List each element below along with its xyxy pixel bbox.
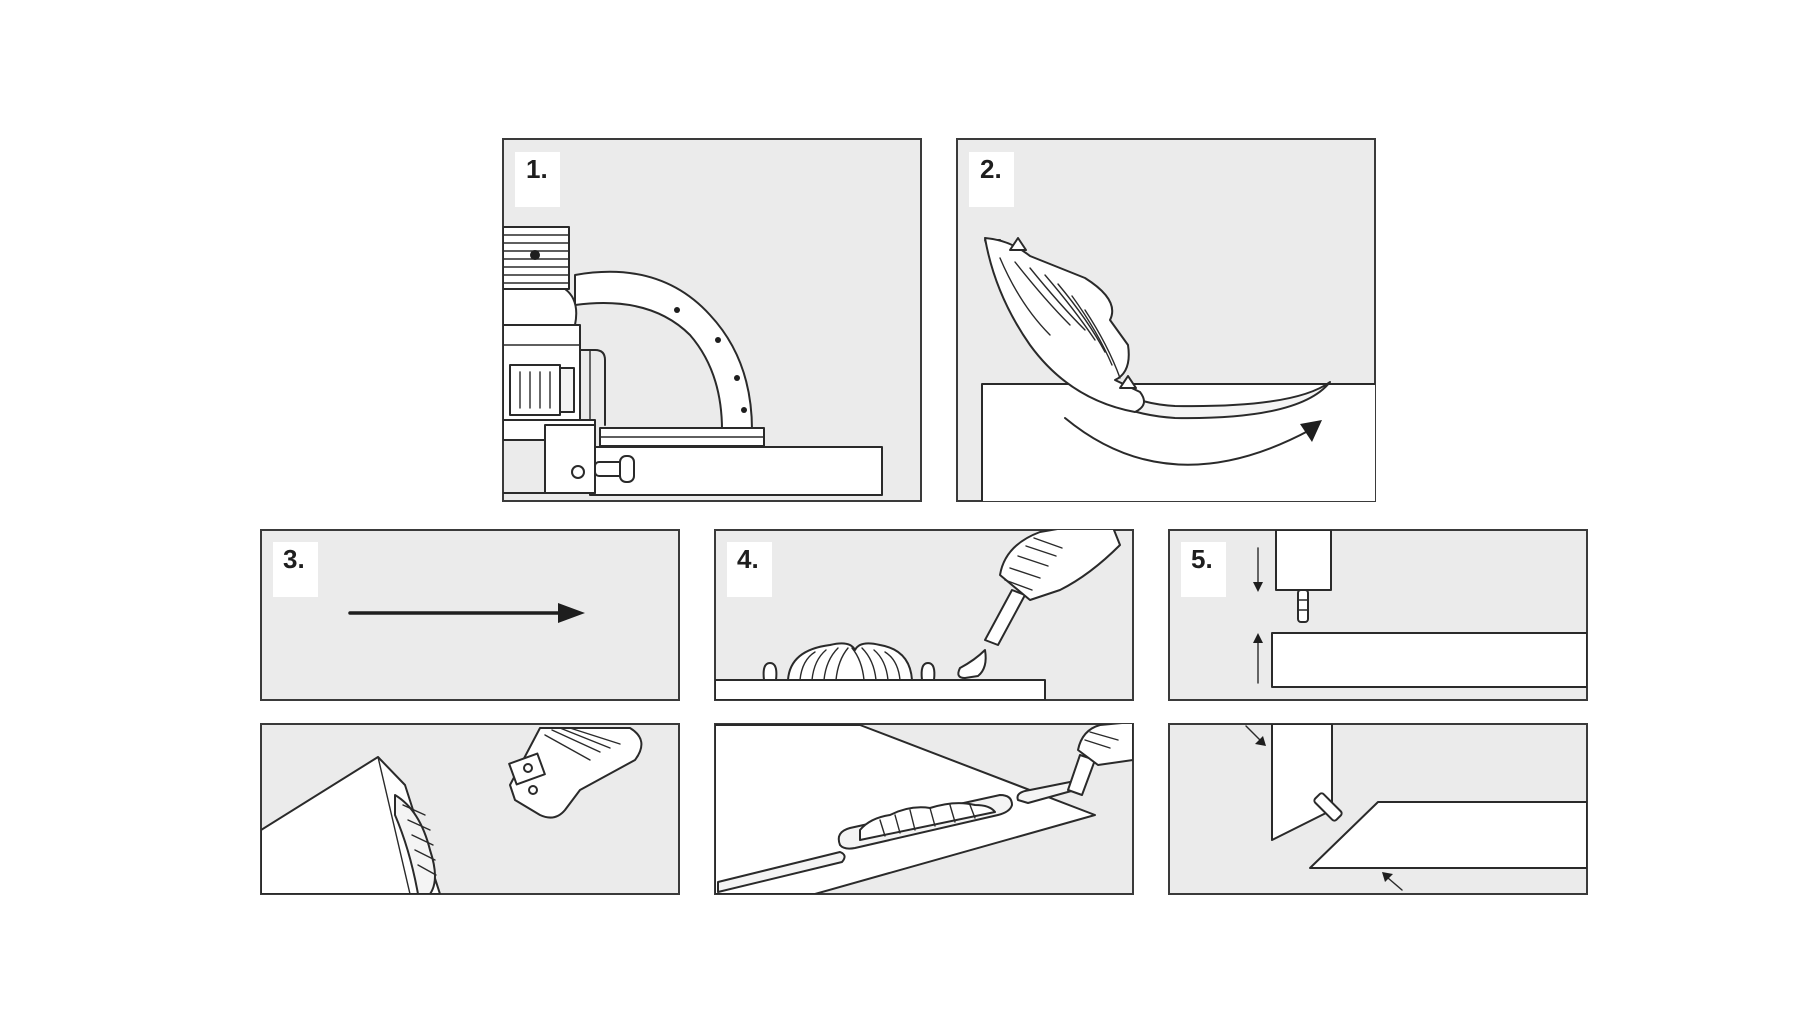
biscuit xyxy=(1313,792,1343,822)
panel-step-3-bottom xyxy=(260,723,680,895)
joiner-side-view xyxy=(503,226,883,496)
joiner-blade-assembly xyxy=(984,237,1145,413)
upper-board xyxy=(1275,530,1332,591)
up-arrow xyxy=(1387,877,1403,891)
panel-step-1: 1. xyxy=(502,138,922,502)
joiner-tool xyxy=(509,727,643,819)
arrow-head xyxy=(1300,420,1322,442)
step-number-3: 3. xyxy=(283,544,305,574)
panel-step-2: 2. xyxy=(956,138,1376,502)
join-assembly-view xyxy=(1253,530,1587,688)
angled-join-view xyxy=(1245,724,1587,891)
fence-bracket xyxy=(544,424,596,494)
workpiece-board xyxy=(715,679,1046,700)
down-arrow xyxy=(1245,725,1261,741)
step-number-5: 5. xyxy=(1191,544,1213,574)
workpiece-board xyxy=(981,383,1375,501)
biscuit-blade xyxy=(787,642,913,681)
panel-step-4-top: 4. xyxy=(714,529,1134,701)
panel-step-4-bottom xyxy=(714,723,1134,895)
step-number-1: 1. xyxy=(526,154,548,184)
lower-board xyxy=(1271,632,1587,688)
direction-arrow-head xyxy=(558,603,585,623)
panel-step-5-top: 5. xyxy=(1168,529,1588,701)
workpiece-board xyxy=(589,446,883,496)
glue-drop xyxy=(957,649,987,679)
step-number-4: 4. xyxy=(737,544,759,574)
lower-board xyxy=(1309,801,1587,869)
depth-dial xyxy=(509,364,561,416)
glue-application-view xyxy=(715,530,1121,700)
panel-frame xyxy=(260,529,680,701)
biscuit-plunge-view xyxy=(981,237,1375,501)
glue-slot xyxy=(717,851,846,893)
biscuit xyxy=(1297,589,1309,623)
joiner-on-board-view xyxy=(261,727,643,894)
panel-step-3-top: 3. xyxy=(260,529,680,701)
step-number-2: 2. xyxy=(980,154,1002,184)
panel-step-5-bottom xyxy=(1168,723,1588,895)
glue-bottle xyxy=(1077,724,1133,766)
glue-in-slot-view xyxy=(715,724,1133,894)
joiner-body xyxy=(503,288,578,326)
rotation-arrow xyxy=(1064,417,1311,466)
